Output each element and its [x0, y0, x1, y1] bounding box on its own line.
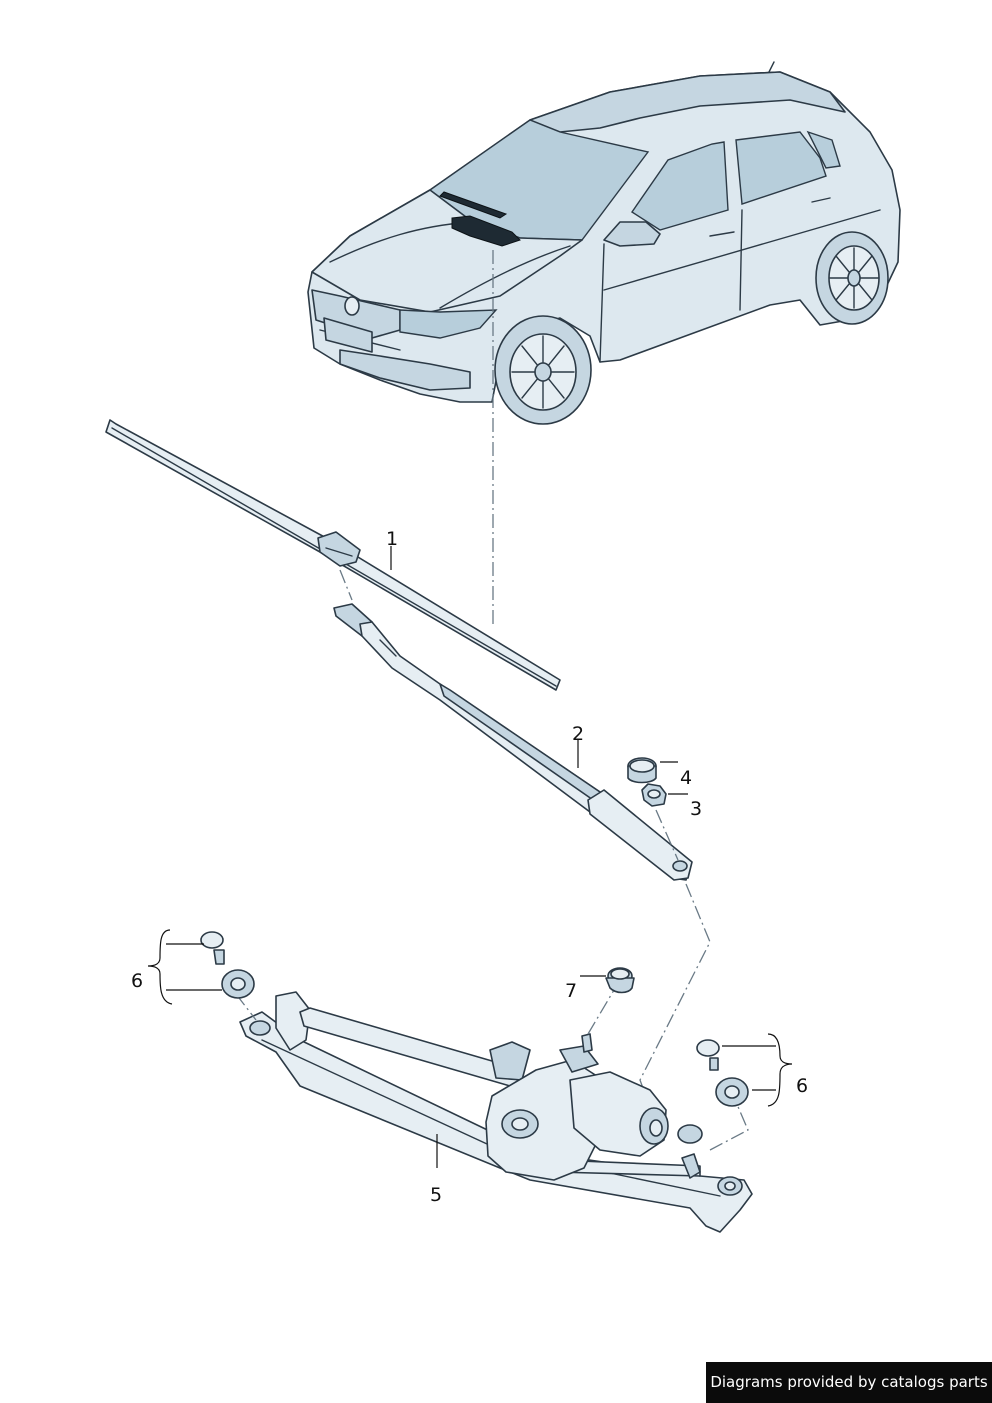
- cap-nut-part-7: [605, 967, 635, 994]
- callout-6-left: 6: [131, 970, 143, 992]
- wiper-arm-part: [333, 603, 693, 881]
- cap-part-4: [627, 757, 657, 784]
- assembly-line-right-grommet: [709, 1101, 749, 1151]
- wiper-blade-part: [105, 419, 561, 691]
- callout-2: 2: [572, 723, 584, 745]
- bolt-grommet-left-part-6: [200, 931, 255, 999]
- callout-3: 3: [690, 798, 702, 820]
- callout-7: 7: [565, 980, 577, 1002]
- credit-banner: Diagrams provided by catalogs parts: [706, 1362, 992, 1403]
- nut-part-3: [641, 783, 667, 807]
- callout-5: 5: [430, 1184, 442, 1206]
- leader-lines: [147, 546, 793, 1168]
- callout-1: 1: [386, 528, 398, 550]
- assembly-line-blade-arm: [339, 569, 353, 601]
- callout-6-right: 6: [796, 1075, 808, 1097]
- car-illustration: [307, 61, 901, 425]
- wiper-linkage-part: [239, 991, 753, 1233]
- assembly-line-nut-arm: [655, 809, 679, 861]
- callout-4: 4: [680, 767, 692, 789]
- assembly-line-part7: [587, 989, 615, 1035]
- bolt-grommet-right-part-6: [696, 1039, 749, 1107]
